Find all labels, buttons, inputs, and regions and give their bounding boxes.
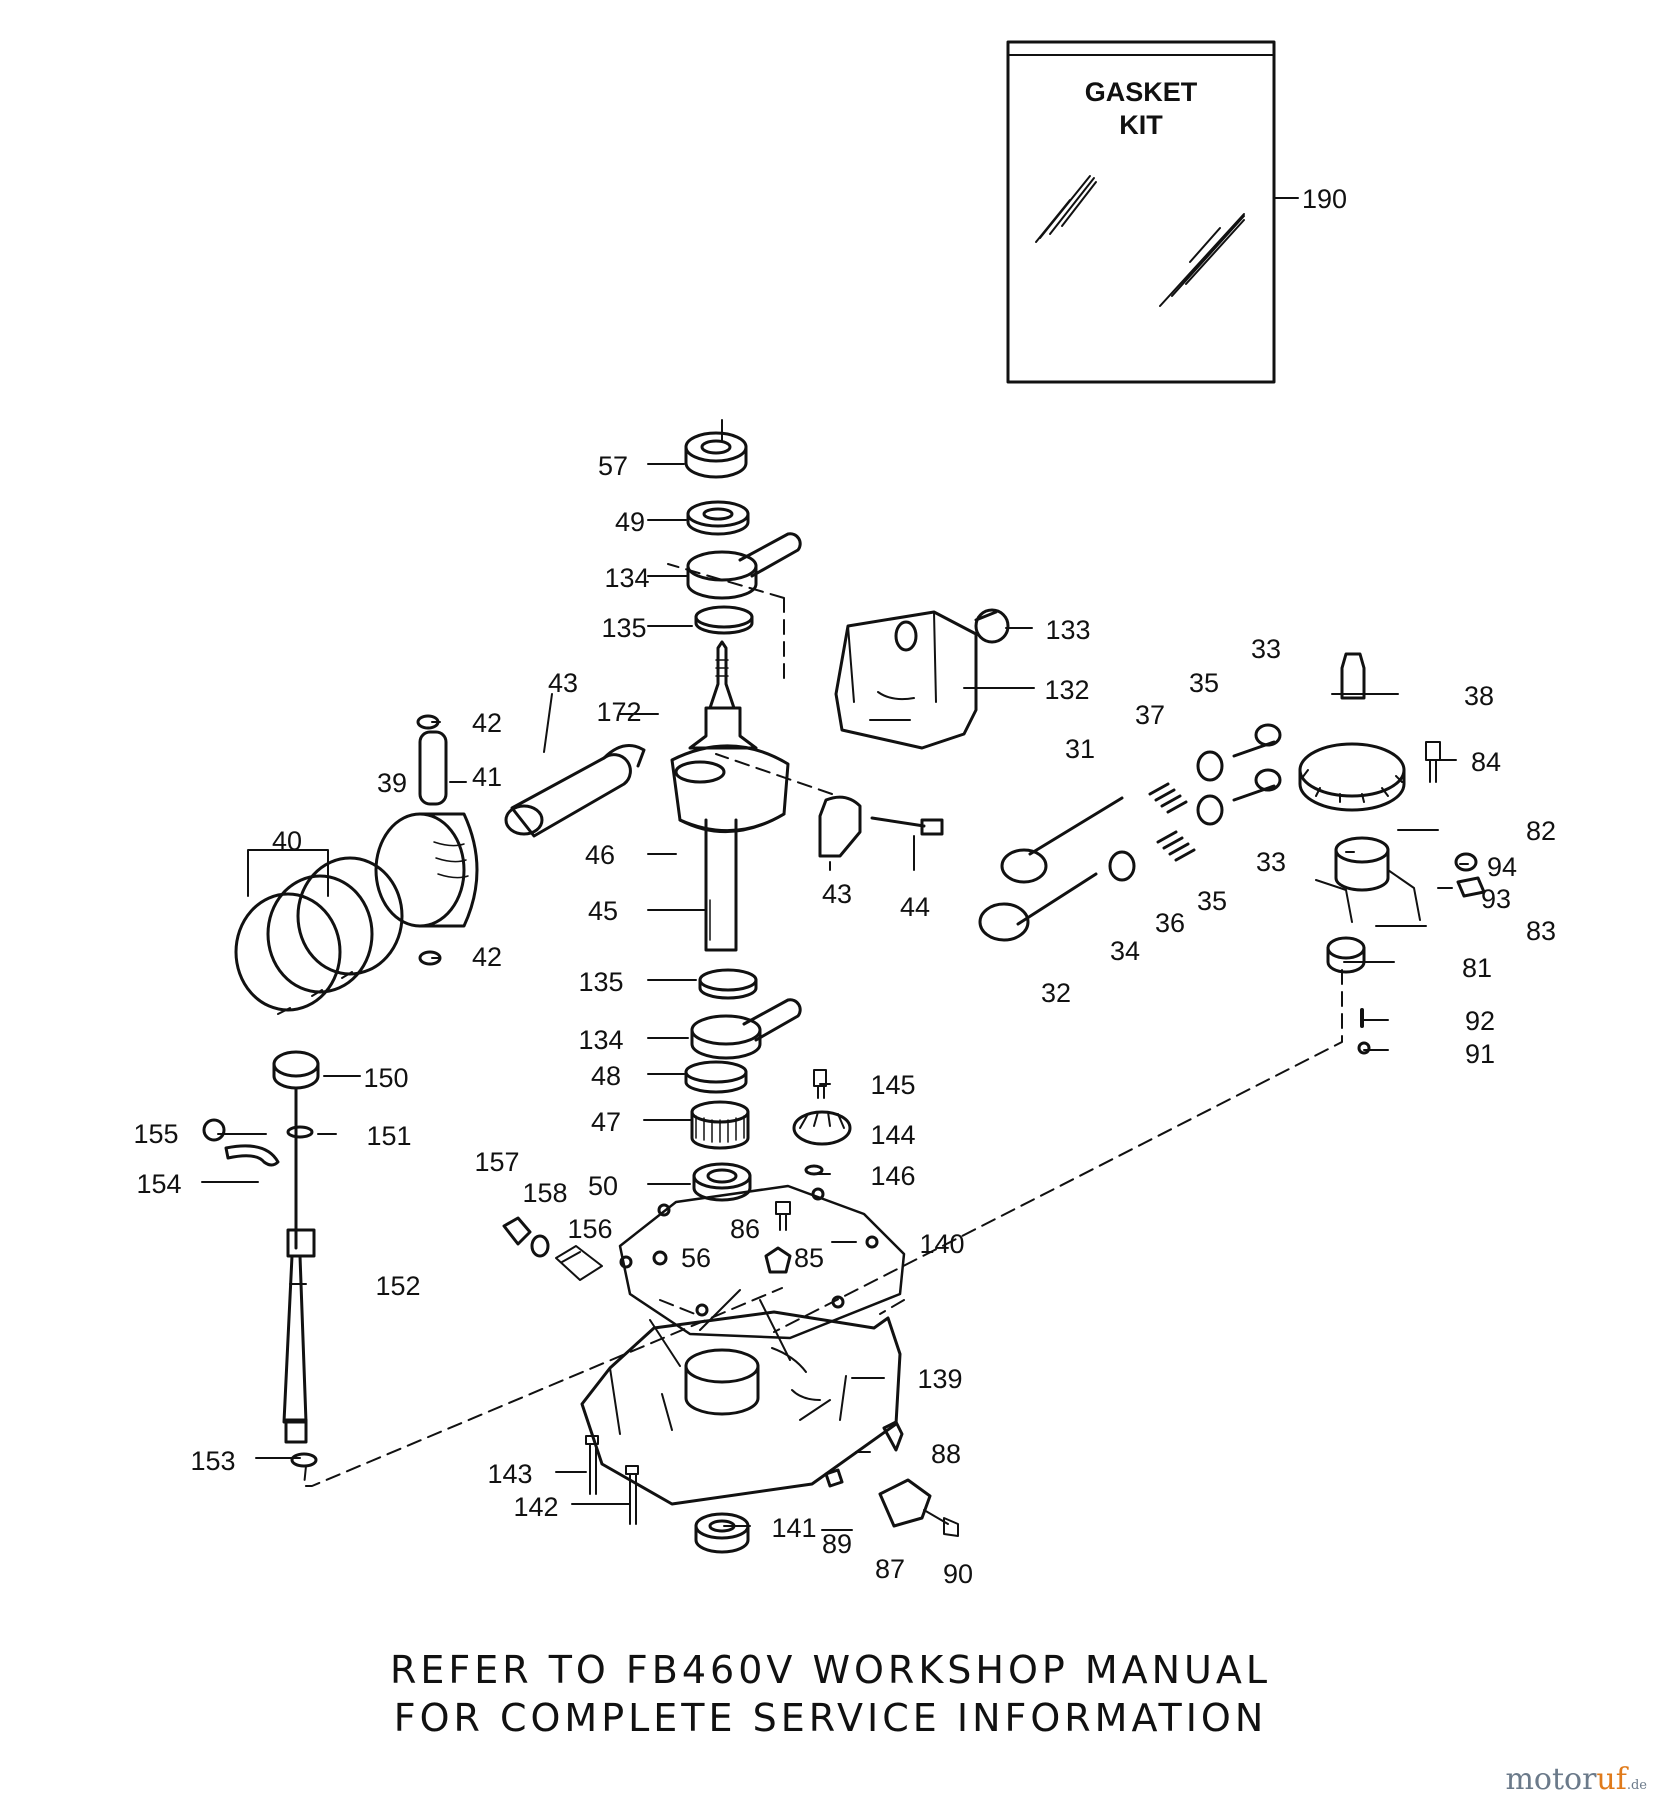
- part-label: 35: [1189, 668, 1219, 698]
- part-label: 89: [822, 1529, 852, 1559]
- part-label: 141: [771, 1513, 816, 1543]
- watermark-brand-b: uf: [1596, 1762, 1627, 1797]
- part-label: 153: [190, 1446, 235, 1476]
- part-label: 85: [794, 1243, 824, 1273]
- part-label: 158: [522, 1178, 567, 1208]
- piston-conrod-assembly: [234, 714, 944, 1015]
- part-labels: 57 49 134 135 133 132 42 43 172 41 39 40…: [133, 451, 1556, 1589]
- dipstick-assembly: [202, 1050, 320, 1468]
- part-label: 31: [1065, 734, 1095, 764]
- part-label: 93: [1481, 884, 1511, 914]
- part-label: 135: [578, 967, 623, 997]
- part-label: 81: [1462, 953, 1492, 983]
- part-label: 133: [1045, 615, 1090, 645]
- part-label: 49: [615, 507, 645, 537]
- watermark-brand-a: motor: [1505, 1762, 1597, 1797]
- crankshaft-assembly: [670, 419, 802, 1202]
- part-label: 38: [1464, 681, 1494, 711]
- gasket-kit-box: GASKET KIT 190: [1006, 40, 1347, 384]
- part-label: 34: [1110, 936, 1140, 966]
- part-label: 50: [588, 1171, 618, 1201]
- part-label: 143: [487, 1459, 532, 1489]
- part-label: 156: [567, 1214, 612, 1244]
- part-label: 43: [822, 879, 852, 909]
- part-label: 82: [1526, 816, 1556, 846]
- part-label: 155: [133, 1119, 178, 1149]
- part-label: 151: [366, 1121, 411, 1151]
- part-label: 139: [917, 1364, 962, 1394]
- gasket-kit-title-line2: KIT: [1119, 110, 1163, 140]
- part-label: 44: [900, 892, 930, 922]
- watermark-tld: .de: [1626, 1778, 1647, 1793]
- part-label: 48: [591, 1061, 621, 1091]
- part-label: 150: [363, 1063, 408, 1093]
- part-label: 84: [1471, 747, 1501, 777]
- part-label: 36: [1155, 908, 1185, 938]
- part-label: 145: [870, 1070, 915, 1100]
- part-label: 94: [1487, 852, 1517, 882]
- part-label: 42: [472, 708, 502, 738]
- part-label: 146: [870, 1161, 915, 1191]
- part-label: 92: [1465, 1006, 1495, 1036]
- part-label: 47: [591, 1107, 621, 1137]
- part-label: 88: [931, 1439, 961, 1469]
- part-label: 83: [1526, 916, 1556, 946]
- cylinder-head: [834, 608, 1010, 750]
- part-label-190: 190: [1302, 184, 1347, 214]
- crankcase-assembly: [580, 1184, 959, 1554]
- part-label: 135: [601, 613, 646, 643]
- part-label: 37: [1135, 700, 1165, 730]
- part-label: 154: [136, 1169, 181, 1199]
- part-label: 39: [377, 768, 407, 798]
- part-label: 134: [578, 1025, 623, 1055]
- part-label: 46: [585, 840, 615, 870]
- part-label: 57: [598, 451, 628, 481]
- valve-train: [978, 652, 1486, 1055]
- part-label: 40: [272, 826, 302, 856]
- part-label: 144: [870, 1120, 915, 1150]
- alignment-lines: [303, 563, 1343, 1487]
- part-label: 86: [730, 1214, 760, 1244]
- gasket-kit-title-line1: GASKET: [1085, 77, 1198, 107]
- part-label: 134: [604, 563, 649, 593]
- part-label: 35: [1197, 886, 1227, 916]
- part-label: 172: [596, 697, 641, 727]
- part-label: 91: [1465, 1039, 1495, 1069]
- footer-line-1: REFER TO FB460V WORKSHOP MANUAL: [389, 1648, 1272, 1692]
- part-label: 157: [474, 1147, 519, 1177]
- part-label: 152: [375, 1271, 420, 1301]
- part-label: 33: [1256, 847, 1286, 877]
- part-label: 41: [472, 762, 502, 792]
- part-label: 33: [1251, 634, 1281, 664]
- part-label: 90: [943, 1559, 973, 1589]
- part-label: 87: [875, 1554, 905, 1584]
- part-label: 32: [1041, 978, 1071, 1008]
- oil-pump-assembly: [502, 1069, 852, 1281]
- part-label: 42: [472, 942, 502, 972]
- part-label: 43: [548, 668, 578, 698]
- part-label: 140: [919, 1229, 964, 1259]
- part-label: 132: [1044, 675, 1089, 705]
- footer-line-2: FOR COMPLETE SERVICE INFORMATION: [393, 1696, 1268, 1740]
- leader-lines: [201, 463, 1469, 1531]
- part-label: 45: [588, 896, 618, 926]
- part-label: 142: [513, 1492, 558, 1522]
- watermark-logo: motoruf.de: [1505, 1762, 1647, 1797]
- part-label: 56: [681, 1243, 711, 1273]
